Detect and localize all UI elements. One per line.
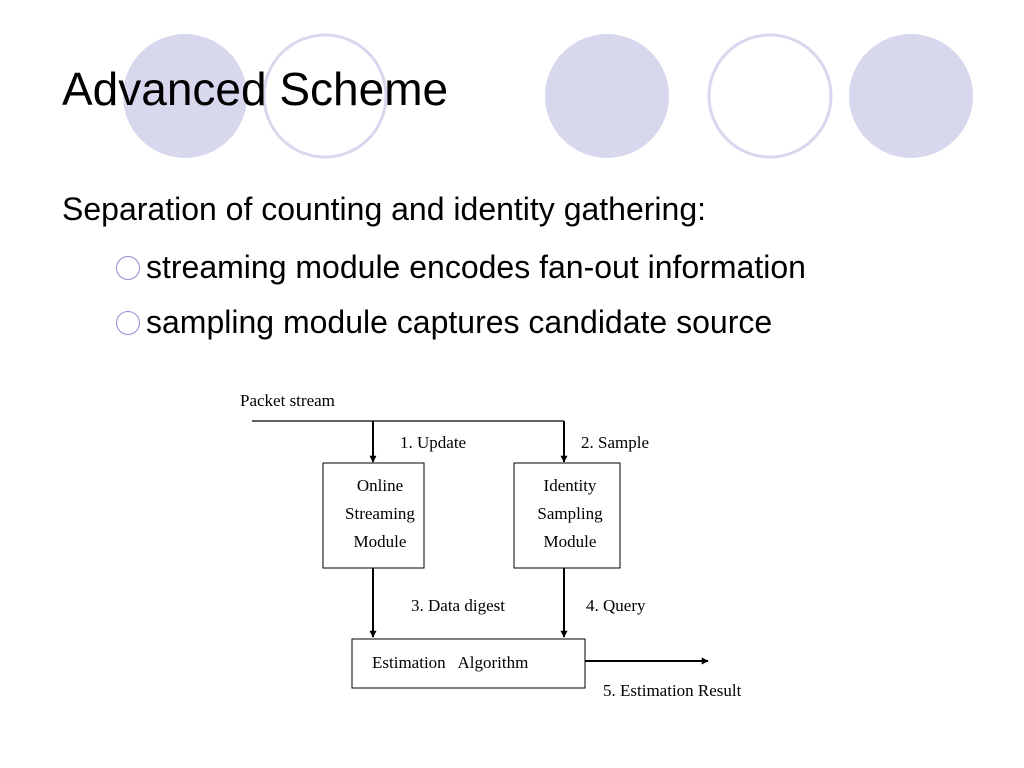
slide-title: Advanced Scheme (62, 63, 449, 115)
identity-module-line-3: Module (544, 532, 597, 551)
decor-circle-filled-1 (123, 34, 247, 158)
online-module-line-1: Online (357, 476, 403, 495)
decor-circle-ring-2 (707, 33, 833, 159)
ring-bullet-icon (116, 256, 140, 280)
estimation-algorithm-label: Estimation Algorithm (372, 653, 528, 672)
packet-stream-label: Packet stream (240, 391, 335, 410)
edge-label-sample: 2. Sample (581, 433, 649, 452)
edge-label-result: 5. Estimation Result (603, 681, 742, 700)
decorative-circles (123, 33, 973, 159)
estimation-algorithm-box (351, 638, 586, 689)
ring-bullet-icon (116, 311, 140, 335)
bullet-text-1: streaming module encodes fan-out informa… (146, 249, 806, 285)
edge-label-data-digest: 3. Data digest (411, 596, 505, 615)
architecture-diagram: Packet stream 1. Update 2. Sample Online… (240, 391, 742, 700)
lead-text: Separation of counting and identity gath… (62, 191, 707, 227)
decor-circle-filled-2 (545, 34, 669, 158)
online-streaming-module-box (322, 462, 425, 569)
decor-circle-ring-1 (262, 33, 388, 159)
edge-label-update: 1. Update (400, 433, 466, 452)
online-module-line-3: Module (354, 532, 407, 551)
bullet-text-2: sampling module captures candidate sourc… (146, 304, 773, 340)
bullet-item-1: streaming module encodes fan-out informa… (116, 251, 806, 283)
bullet-item-2: sampling module captures candidate sourc… (116, 306, 772, 338)
identity-module-line-2: Sampling (537, 504, 603, 523)
identity-sampling-module-box (513, 462, 621, 569)
decor-circle-filled-3 (849, 34, 973, 158)
identity-module-line-1: Identity (544, 476, 597, 495)
online-module-line-2: Streaming (345, 504, 415, 523)
edge-label-query: 4. Query (586, 596, 646, 615)
